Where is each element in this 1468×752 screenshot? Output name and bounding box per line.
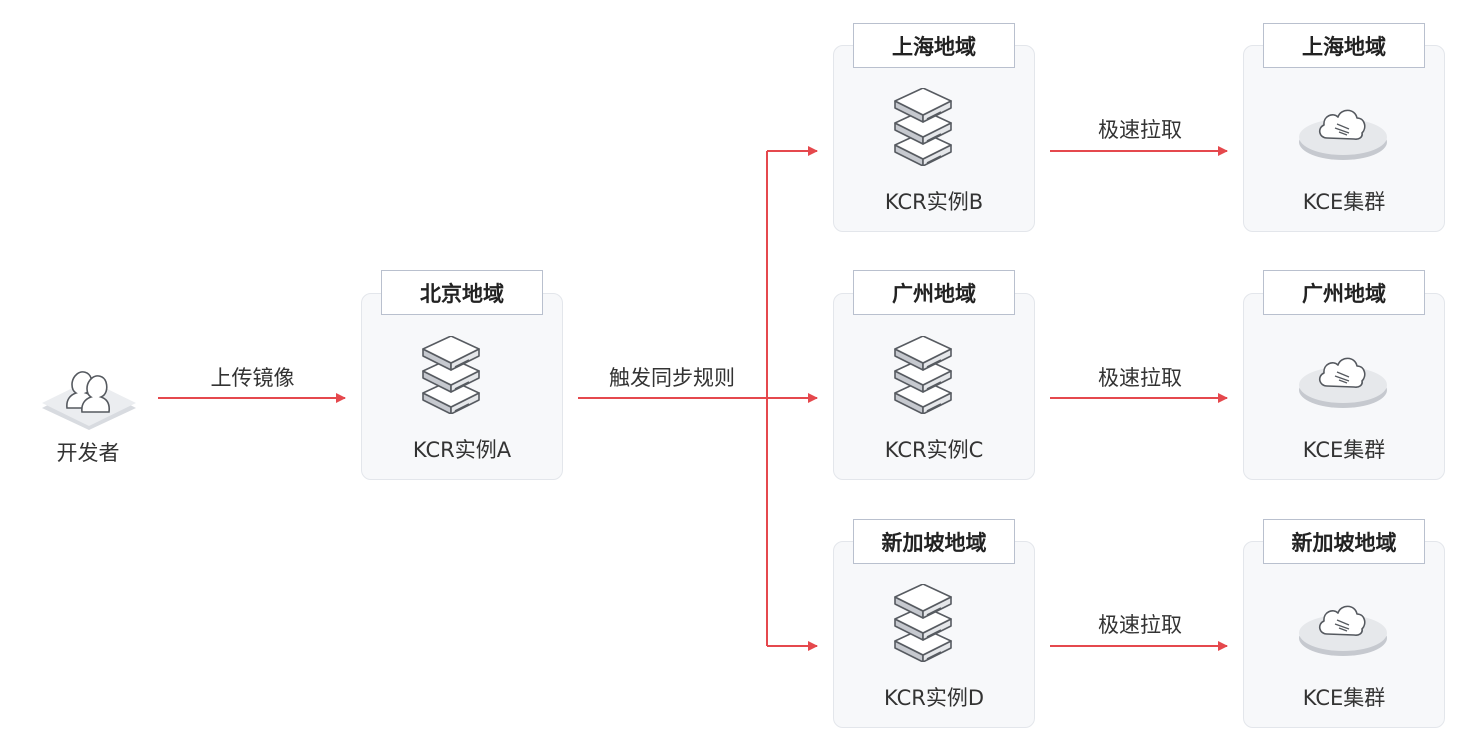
- pull-label-b: 极速拉取: [1098, 118, 1182, 142]
- upload-label: 上传镜像: [210, 366, 295, 390]
- server-icon: [894, 88, 952, 166]
- source-region-tag: 北京地域: [381, 270, 543, 315]
- cluster-label-singapore: KCE集群: [1302, 686, 1386, 710]
- target-region-tag-d: 新加坡地域: [853, 519, 1015, 564]
- pull-label-c: 极速拉取: [1098, 366, 1182, 390]
- cloud-icon: [1299, 109, 1387, 160]
- cluster-label-guangzhou: KCE集群: [1302, 438, 1386, 462]
- cluster-box-guangzhou: [1243, 293, 1445, 480]
- target-region-tag-c: 广州地域: [853, 270, 1015, 315]
- server-icon: [894, 584, 952, 662]
- developer-label: 开发者: [56, 441, 120, 465]
- cloud-icon: [1299, 357, 1387, 408]
- target-instance-label-c: KCR实例C: [884, 438, 984, 462]
- cluster-label-shanghai: KCE集群: [1302, 190, 1386, 214]
- target-instance-label-d: KCR实例D: [883, 686, 985, 710]
- server-icon: [422, 336, 480, 414]
- cluster-region-tag-singapore: 新加坡地域: [1263, 519, 1425, 564]
- trigger-label: 触发同步规则: [609, 366, 735, 390]
- cluster-region-tag-guangzhou: 广州地域: [1263, 270, 1425, 315]
- source-instance-label: KCR实例A: [412, 438, 512, 462]
- pull-label-d: 极速拉取: [1098, 613, 1182, 637]
- cluster-region-tag-shanghai: 上海地域: [1263, 23, 1425, 68]
- target-region-tag-b: 上海地域: [853, 23, 1015, 68]
- cloud-icon: [1299, 605, 1387, 656]
- target-instance-label-b: KCR实例B: [884, 190, 984, 214]
- server-icon: [894, 336, 952, 414]
- developers-icon: [42, 371, 136, 430]
